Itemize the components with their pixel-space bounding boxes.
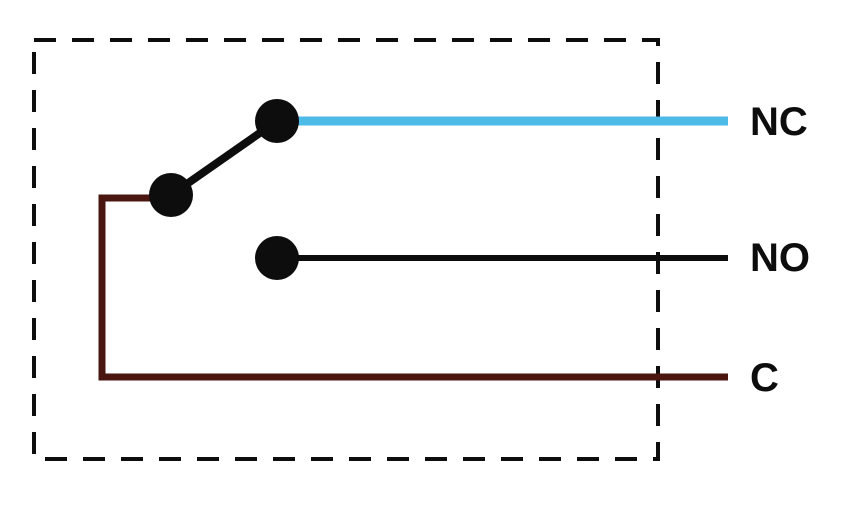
no-label: NO [750,236,810,280]
c-label: C [750,356,779,400]
enclosure-dashed-box [32,38,660,461]
nc-label: NC [750,100,808,144]
common-pivot-contact [149,173,193,217]
common-wire [98,194,728,381]
no-contact [255,236,299,280]
nc-contact [255,99,299,143]
